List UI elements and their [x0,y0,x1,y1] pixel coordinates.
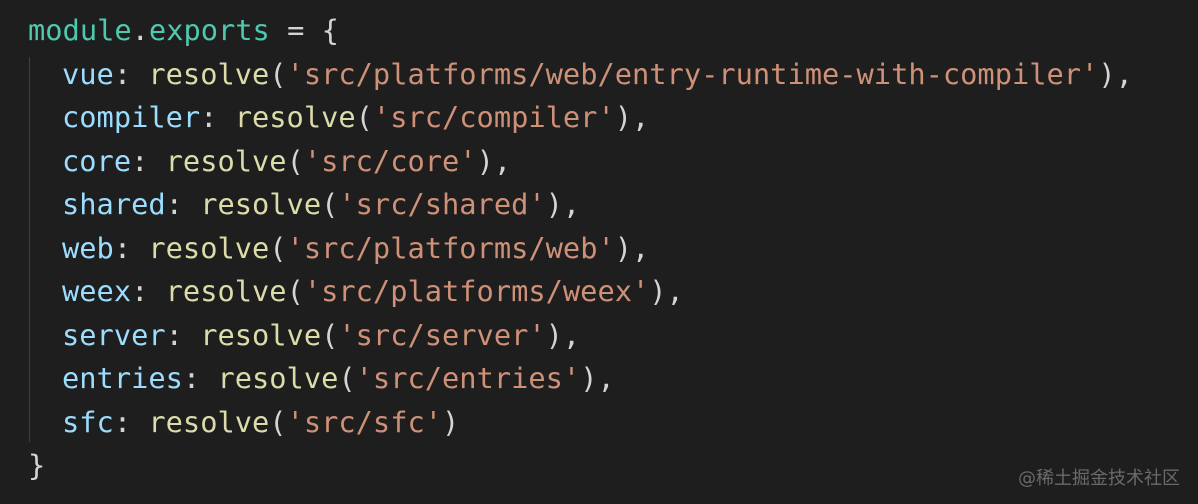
close-token: ), [649,274,684,308]
colon-token: : [165,187,183,221]
close-brace-token: } [28,448,46,482]
code-line-footer: } [0,444,1198,488]
close-token: ), [545,317,581,352]
function-token: resolve [148,230,270,265]
key-token: weex [62,274,132,308]
function-token: resolve [165,143,287,178]
key-token: server [62,317,166,352]
function-token: resolve [234,100,356,134]
open-paren-token: ( [338,361,356,395]
function-token: resolve [200,187,322,221]
code-line-core: core: resolve('src/core'), [0,140,1198,184]
exports-token: exports [148,13,270,47]
code-line-header: module.exports = { [0,9,1198,53]
code-line-vue: vue: resolve('src/platforms/web/entry-ru… [0,53,1198,97]
dot-token: . [131,13,149,47]
string-token: 'src/sfc' [286,404,443,439]
code-line-sfc: sfc: resolve('src/sfc') [0,401,1198,445]
open-paren-token: ( [321,317,339,352]
function-token: resolve [148,56,270,91]
string-token: 'src/platforms/web/entry-runtime-with-co… [286,56,1099,91]
string-token: 'src/platforms/web' [286,230,615,265]
function-token: resolve [200,317,322,352]
assign-open-brace-token: = { [269,13,339,47]
colon-token: : [165,317,183,352]
close-token: ), [545,187,581,221]
open-paren-token: ( [269,230,287,265]
colon-token: : [113,230,132,265]
string-token: 'src/compiler' [372,100,615,134]
close-token: ), [614,230,650,265]
key-token: vue [62,56,114,91]
code-line-shared: shared: resolve('src/shared'), [0,183,1198,227]
colon-token: : [113,404,132,439]
close-token: ), [1098,56,1133,91]
indent-guide [29,57,30,442]
key-token: entries [62,361,183,395]
function-token: resolve [148,404,270,439]
string-token: 'src/platforms/weex' [303,274,650,308]
key-token: shared [62,187,166,221]
colon-token: : [131,274,149,308]
key-token: sfc [62,404,114,439]
close-token: ), [476,143,512,178]
code-line-web: web: resolve('src/platforms/web'), [0,227,1198,271]
open-paren-token: ( [269,56,287,91]
code-line-weex: weex: resolve('src/platforms/weex'), [0,270,1198,314]
key-token: compiler [62,100,201,134]
key-token: core [62,143,132,178]
open-paren-token: ( [286,274,304,308]
key-token: web [62,230,114,265]
colon-token: : [131,143,149,178]
open-paren-token: ( [286,143,304,178]
open-paren-token: ( [269,404,287,439]
function-token: resolve [217,361,339,395]
open-paren-token: ( [321,187,339,221]
close-token: ), [614,100,650,134]
colon-token: : [182,361,201,395]
code-line-compiler: compiler: resolve('src/compiler'), [0,96,1198,140]
function-token: resolve [165,274,287,308]
colon-token: : [113,56,132,91]
code-line-server: server: resolve('src/server'), [0,314,1198,358]
string-token: 'src/core' [303,143,477,178]
close-token: ) [442,404,460,439]
watermark: @稀土掘金技术社区 [1018,468,1180,489]
string-token: 'src/shared' [338,187,546,221]
string-token: 'src/entries' [355,361,581,395]
open-paren-token: ( [355,100,373,134]
module-token: module [28,13,132,47]
colon-token: : [200,100,218,134]
close-token: ), [580,361,615,395]
code-line-entries: entries: resolve('src/entries'), [0,357,1198,401]
string-token: 'src/server' [338,317,546,352]
